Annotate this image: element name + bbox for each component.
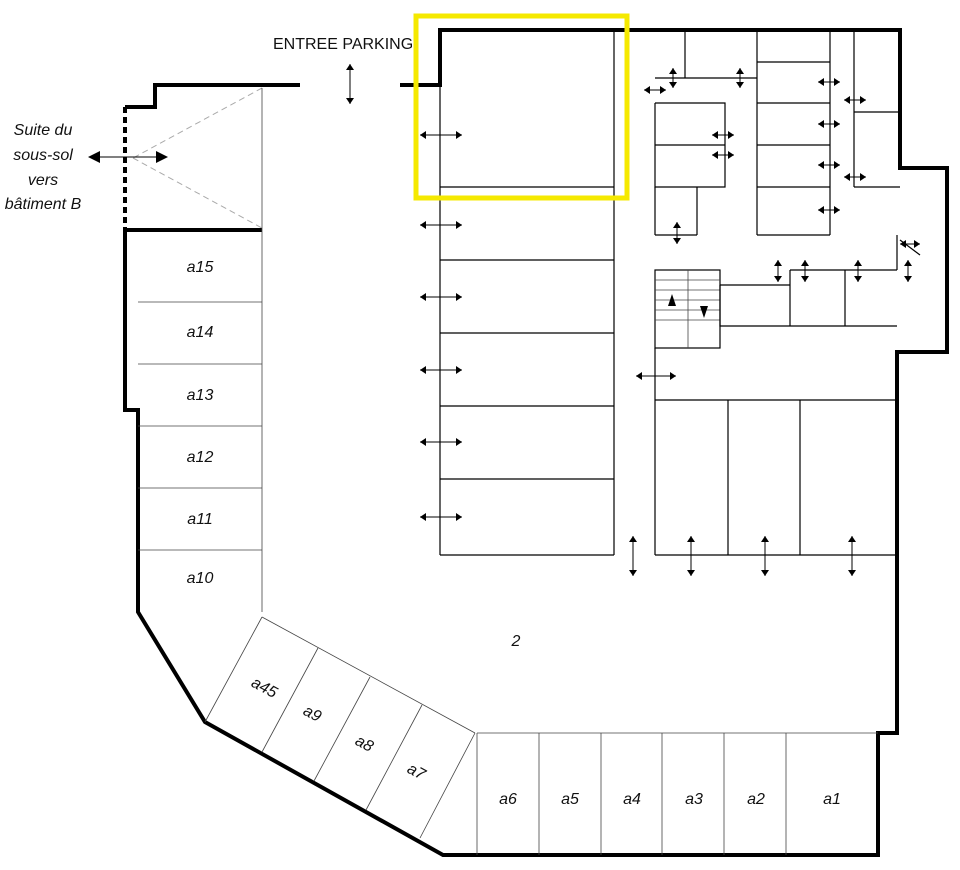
door-arrowhead xyxy=(834,206,840,214)
spot-a1: a1 xyxy=(823,791,841,808)
side-note-line-1: Suite du xyxy=(14,122,73,139)
side-note-line-4: bâtiment B xyxy=(5,196,82,213)
door-arrowhead xyxy=(844,173,850,181)
door-arrowhead xyxy=(904,276,912,282)
outer-walls xyxy=(123,28,949,857)
door-arrowhead xyxy=(818,120,824,128)
highlight-box xyxy=(413,13,630,201)
door-arrowhead xyxy=(736,68,744,74)
door-arrowhead xyxy=(801,276,809,282)
door-arrowhead xyxy=(728,131,734,139)
door-arrowhead xyxy=(629,570,637,576)
door-arrowhead xyxy=(456,366,462,374)
spot-a10: a10 xyxy=(187,570,214,587)
door-arrowhead xyxy=(687,570,695,576)
door-arrowhead xyxy=(456,131,462,139)
door-arrowhead xyxy=(848,536,856,542)
door-arrowhead xyxy=(761,570,769,576)
door-arrowhead xyxy=(670,372,676,380)
door-arrowhead xyxy=(636,372,642,380)
door-arrowhead xyxy=(736,82,744,88)
spot-a45: a45 xyxy=(248,674,280,702)
spot-a11: a11 xyxy=(187,511,213,528)
door-arrowhead xyxy=(420,221,426,229)
door-arrowhead xyxy=(818,161,824,169)
door-arrowhead xyxy=(456,513,462,521)
door-arrowhead xyxy=(687,536,695,542)
door-arrowhead xyxy=(420,438,426,446)
spot-a14: a14 xyxy=(187,324,214,341)
spot-a5: a5 xyxy=(561,791,579,808)
door-arrowhead xyxy=(860,96,866,104)
arrowhead-right xyxy=(156,151,168,163)
door-arrowhead xyxy=(834,78,840,86)
door-arrowhead xyxy=(456,221,462,229)
door-arrowhead xyxy=(860,173,866,181)
zone-label: 2 xyxy=(511,633,521,650)
door-arrowhead xyxy=(854,276,862,282)
door-arrowhead xyxy=(914,240,920,248)
spot-a9: a9 xyxy=(300,702,324,725)
left-spot-dividers xyxy=(138,301,262,551)
access-arrows xyxy=(346,64,920,576)
door-arrowhead xyxy=(774,260,782,266)
spot-a3: a3 xyxy=(685,791,703,808)
bottom-spot-dividers xyxy=(476,732,878,855)
spot-a12: a12 xyxy=(187,449,214,466)
spot-a8: a8 xyxy=(352,732,376,755)
door-arrowhead xyxy=(854,260,862,266)
door-arrowhead xyxy=(904,260,912,266)
door-arrowhead xyxy=(456,293,462,301)
door-arrowhead xyxy=(420,293,426,301)
mid-right-cellars xyxy=(719,235,921,327)
door-arrowhead xyxy=(712,131,718,139)
door-arrowhead xyxy=(712,151,718,159)
upper-right-cellars xyxy=(654,30,900,236)
diagonal-spot-lines xyxy=(204,616,476,839)
central-storage-block xyxy=(439,30,615,556)
spot-a13: a13 xyxy=(187,387,214,404)
door-arrowhead xyxy=(420,131,426,139)
door-arrowhead xyxy=(644,86,650,94)
ramp-to-building-b xyxy=(132,87,263,612)
door-arrowhead xyxy=(346,64,354,70)
entrance-label: ENTREE PARKING xyxy=(273,36,413,53)
door-arrowhead xyxy=(774,276,782,282)
door-arrowhead xyxy=(673,238,681,244)
building-b-note: Suite du sous-sol vers bâtiment B xyxy=(5,122,82,213)
side-note-line-2: sous-sol xyxy=(13,147,73,164)
spot-a4: a4 xyxy=(623,791,641,808)
door-arrowhead xyxy=(761,536,769,542)
door-arrowhead xyxy=(834,120,840,128)
door-arrowhead xyxy=(818,206,824,214)
door-arrowhead xyxy=(346,98,354,104)
spot-a15: a15 xyxy=(187,259,214,276)
lower-right-cellars xyxy=(654,348,897,556)
door-arrowhead xyxy=(834,161,840,169)
door-arrowhead xyxy=(420,366,426,374)
door-arrowhead xyxy=(848,570,856,576)
door-arrowhead xyxy=(669,82,677,88)
door-arrowhead xyxy=(669,68,677,74)
door-arrowhead xyxy=(456,438,462,446)
arrowhead-left xyxy=(88,151,100,163)
door-arrowhead xyxy=(900,240,906,248)
spot-a2: a2 xyxy=(747,791,765,808)
door-arrowhead xyxy=(420,513,426,521)
door-arrowhead xyxy=(801,260,809,266)
door-arrowhead xyxy=(844,96,850,104)
spot-a7: a7 xyxy=(404,760,429,784)
door-arrowhead xyxy=(728,151,734,159)
staircase xyxy=(654,269,721,349)
side-note-line-3: vers xyxy=(28,172,58,189)
door-arrowhead xyxy=(818,78,824,86)
spot-a6: a6 xyxy=(499,791,517,808)
door-arrowhead xyxy=(629,536,637,542)
door-arrowhead xyxy=(660,86,666,94)
door-arrowhead xyxy=(673,222,681,228)
